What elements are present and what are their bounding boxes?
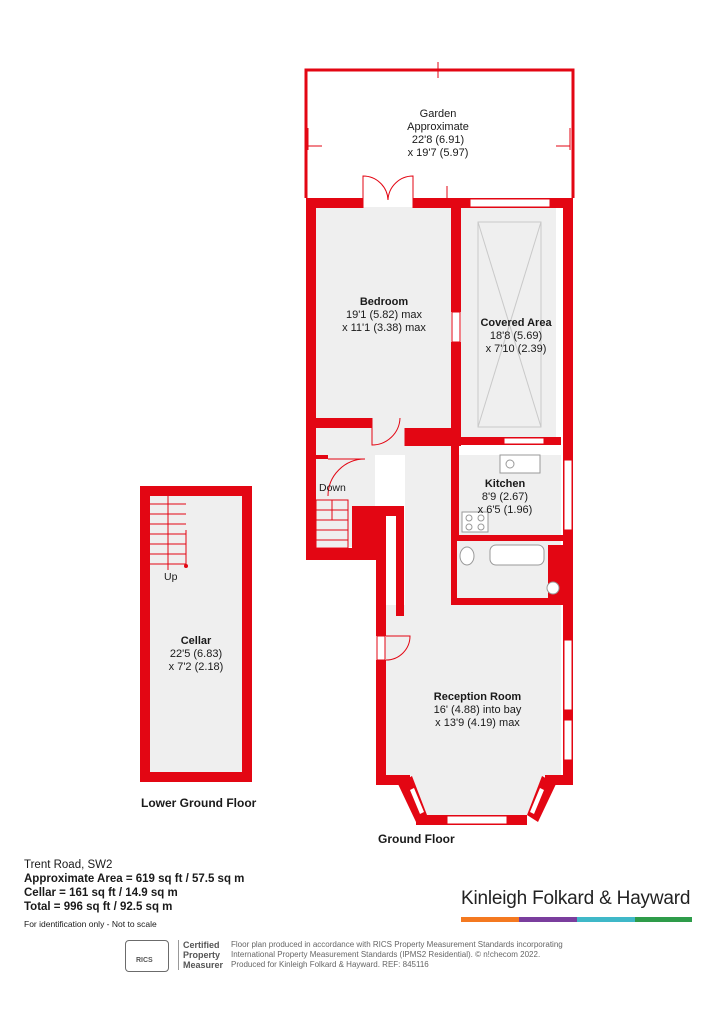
covered-area-dim-1: 18'8 (5.69) [489,330,543,342]
garden-dim-1: 22'8 (6.91) [411,134,465,146]
cellar-drawing [140,486,252,782]
bay-window [398,776,556,825]
bedroom-name: Bedroom [359,296,409,308]
kitchen-dim-2: x 6'5 (1.96) [477,504,533,516]
covered-area-name: Covered Area [480,317,552,329]
garden-label: Garden Approximate 22'8 (6.91) x 19'7 (5… [378,108,498,160]
cellar-name: Cellar [180,635,212,647]
agent-brand-name: Kinleigh Folkard & Hayward [461,888,691,909]
disclaimer: Floor plan produced in accordance with R… [231,940,611,970]
brand-bar-green [635,917,692,922]
rics-logo [125,940,169,972]
reception-label: Reception Room 16' (4.88) into bay x 13'… [410,691,545,730]
window-frames [376,198,573,761]
cert-line-2: Property [183,950,221,960]
cellar-dim-2: x 7'2 (2.18) [168,661,224,673]
covered-area-rooflight [477,221,542,428]
kitchen-fittings [461,454,541,533]
garden-dim-2: x 19'7 (5.97) [407,147,469,159]
bedroom-dim-1: 19'1 (5.82) max [345,309,423,321]
garden-approx: Approximate [407,121,469,133]
brand-bar-teal [577,917,635,922]
cert-line-1: Certified [183,940,220,950]
brand-bar-orange [461,917,519,922]
kitchen-label: Kitchen 8'9 (2.67) x 6'5 (1.96) [460,478,550,517]
brand-bar-purple [519,917,577,922]
lower-ground-floor-title: Lower Ground Floor [141,796,257,810]
bedroom-label: Bedroom 19'1 (5.82) max x 11'1 (3.38) ma… [320,296,448,335]
address: Trent Road, SW2 [24,859,113,871]
french-doors [362,175,414,208]
internal-doors [327,417,411,661]
stairs-down [315,499,349,549]
cellar-dim-1: 22'5 (6.83) [169,648,223,660]
stairs-up-label: Up [164,571,178,583]
ground-floor-title: Ground Floor [378,832,455,846]
garden-outline [304,68,575,198]
cert-line-3: Measurer [183,960,224,970]
reception-dim-1: 16' (4.88) into bay [433,704,522,716]
covered-area-dim-2: x 7'10 (2.39) [485,343,547,355]
area-summary: Trent Road, SW2 Approximate Area = 619 s… [24,858,244,931]
total-area: Total = 996 sq ft / 92.5 sq m [24,901,173,913]
kitchen-name: Kitchen [484,478,526,490]
kitchen-dim-1: 8'9 (2.67) [481,491,529,503]
covered-area-label: Covered Area 18'8 (5.69) x 7'10 (2.39) [463,317,569,356]
garden-name: Garden [419,108,457,120]
disclaimer-line-2: International Property Measurement Stand… [231,950,541,959]
scale-note: For identification only - Not to scale [24,919,157,929]
cellar-area: Cellar = 161 sq ft / 14.9 sq m [24,887,178,899]
rics-logo-text: RICS [136,957,153,964]
reception-dim-2: x 13'9 (4.19) max [435,717,520,729]
certified-measurer-badge: Certified Property Measurer [178,940,231,970]
reception-name: Reception Room [433,691,522,703]
disclaimer-line-3: Produced for Kinleigh Folkard & Hayward.… [231,960,429,969]
garden-arrows [307,62,571,198]
disclaimer-line-1: Floor plan produced in accordance with R… [231,940,563,949]
bedroom-dim-2: x 11'1 (3.38) max [342,322,426,334]
stairs-down-label: Down [319,482,346,494]
bathroom-fittings [459,544,560,595]
cellar-label: Cellar 22'5 (6.83) x 7'2 (2.18) [150,635,242,674]
approximate-area: Approximate Area = 619 sq ft / 57.5 sq m [24,873,245,885]
